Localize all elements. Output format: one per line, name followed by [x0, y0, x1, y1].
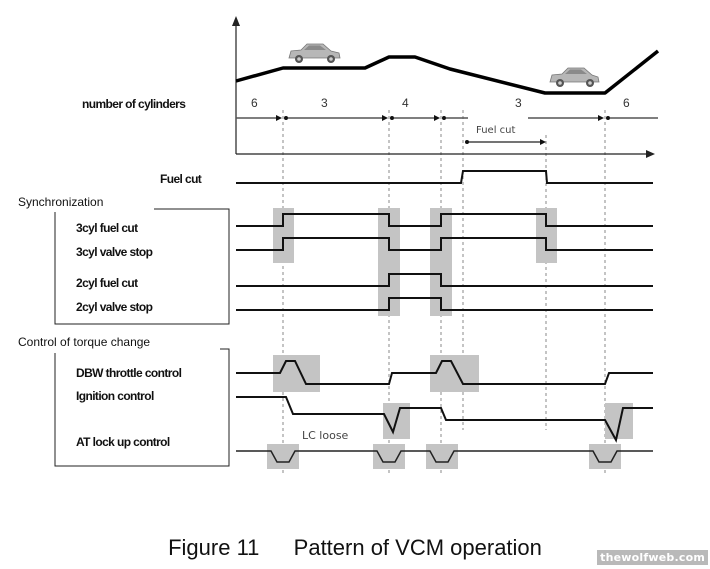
lc-loose-annotation: LC loose: [302, 429, 349, 442]
synchronization-bracket: [54, 208, 230, 325]
cylinder-segment-6-initial: 6: [251, 96, 258, 110]
lockup-shade-2: [373, 444, 405, 469]
lockup-shade-3: [426, 444, 458, 469]
2cyl-valve-stop-label: 2cyl valve stop: [76, 300, 153, 314]
torque-change-bracket: [54, 348, 230, 467]
2cyl-fuel-cut-label: 2cyl fuel cut: [76, 276, 138, 290]
fuel-cut-span-arrow: [465, 139, 546, 145]
at-lock-up-control-label: AT lock up control: [76, 435, 170, 449]
segment-boundary-arrows: [276, 115, 610, 121]
2cyl-fuel-cut-signal: [236, 273, 653, 287]
sync-transition-shades: [273, 208, 557, 316]
cylinder-segment-3-second: 3: [515, 96, 522, 110]
throttle-shade-2: [430, 355, 479, 392]
figure-number: Figure 11: [168, 535, 260, 560]
torque-change-section-title: Control of torque change: [18, 335, 150, 349]
cylinder-segment-3-first: 3: [321, 96, 328, 110]
sync-shade-3: [430, 208, 452, 316]
3cyl-valve-stop-signal: [236, 237, 653, 251]
fuel-cut-span-label: Fuel cut: [476, 125, 515, 136]
torque-transition-shades: [267, 355, 633, 469]
watermark: thewolfweb.com: [597, 550, 708, 565]
3cyl-fuel-cut-signal: [236, 213, 653, 227]
sync-shade-2: [378, 208, 400, 316]
ignition-control-signal: [236, 396, 653, 443]
road-profile-line: [235, 49, 660, 95]
ignition-control-label: Ignition control: [76, 389, 154, 403]
3cyl-valve-stop-label: 3cyl valve stop: [76, 245, 153, 259]
fuel-cut-signal-label: Fuel cut: [160, 172, 202, 186]
at-lock-up-control-signal: [236, 450, 653, 463]
figure-caption: Figure 11 Pattern of VCM operation: [0, 535, 710, 561]
cylinder-segment-4: 4: [402, 96, 409, 110]
cylinder-segment-6-final: 6: [623, 96, 630, 110]
figure-title: Pattern of VCM operation: [293, 535, 542, 560]
fuel-cut-signal: [236, 170, 653, 184]
2cyl-valve-stop-signal: [236, 297, 653, 311]
y-axis-arrow-icon: [232, 16, 240, 26]
lockup-shade-4: [589, 444, 621, 469]
car-icon-uphill: [288, 43, 341, 63]
top-axis: [232, 16, 655, 158]
number-of-cylinders-label: number of cylinders: [82, 97, 186, 111]
x-axis-arrow-icon: [646, 150, 655, 158]
lockup-shade-1: [267, 444, 299, 469]
synchronization-section-title: Synchronization: [18, 195, 103, 209]
dbw-throttle-control-signal: [236, 360, 653, 385]
car-icon-downhill: [549, 67, 600, 87]
dbw-throttle-control-label: DBW throttle control: [76, 366, 182, 380]
3cyl-fuel-cut-label: 3cyl fuel cut: [76, 221, 138, 235]
